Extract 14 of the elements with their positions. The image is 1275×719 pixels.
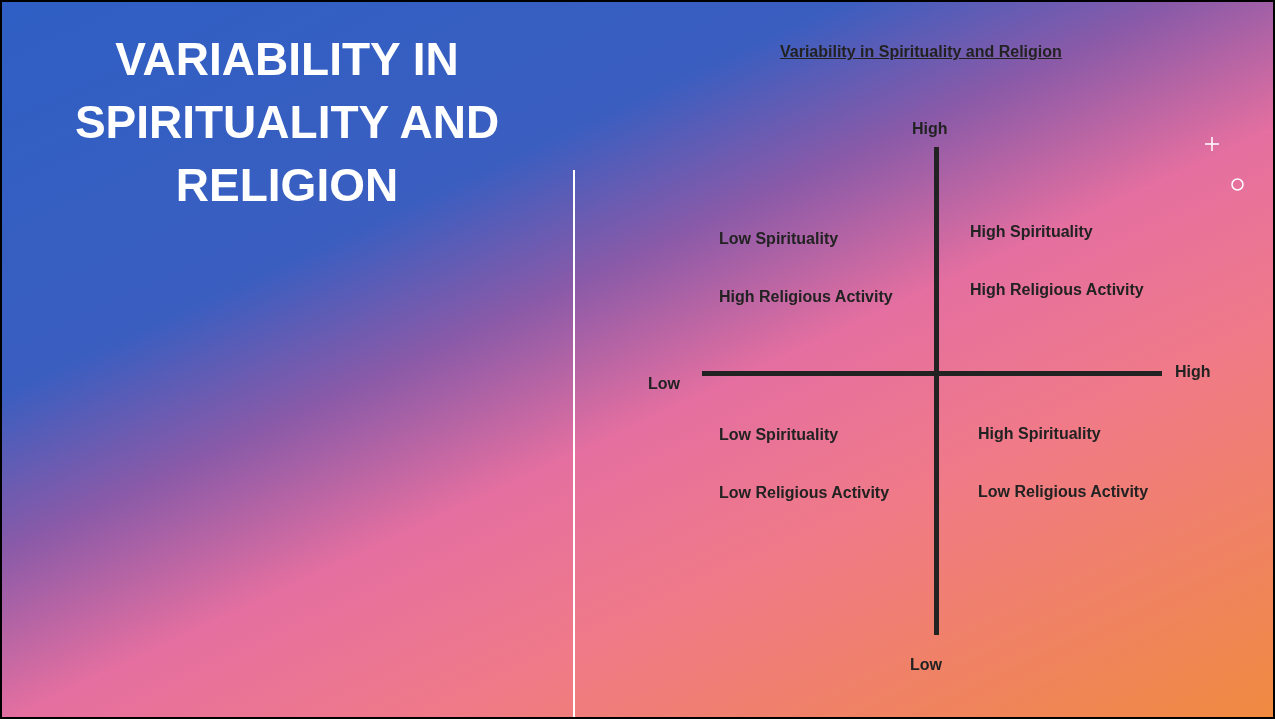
- axis-text: High Religious Activity: [970, 280, 1144, 300]
- axis-text: Low Spirituality: [719, 229, 839, 249]
- axis-text: Low: [648, 374, 680, 394]
- axis-text: High: [1175, 362, 1211, 382]
- axis-text: Low: [910, 655, 942, 675]
- axis-text: High Spirituality: [978, 424, 1101, 444]
- slide-title: VARIABILITY IN SPIRITUALITY AND RELIGION: [73, 32, 501, 213]
- axis-text: High Spirituality: [970, 222, 1093, 242]
- axis-text: High Religious Activity: [719, 287, 893, 307]
- axis-text: High: [912, 119, 948, 139]
- axis-text: Low Religious Activity: [978, 482, 1149, 502]
- axis-text: Low Spirituality: [719, 425, 839, 445]
- chart-heading: Variability in Spirituality and Religion: [780, 42, 1062, 62]
- axis-text: Low Religious Activity: [719, 483, 890, 503]
